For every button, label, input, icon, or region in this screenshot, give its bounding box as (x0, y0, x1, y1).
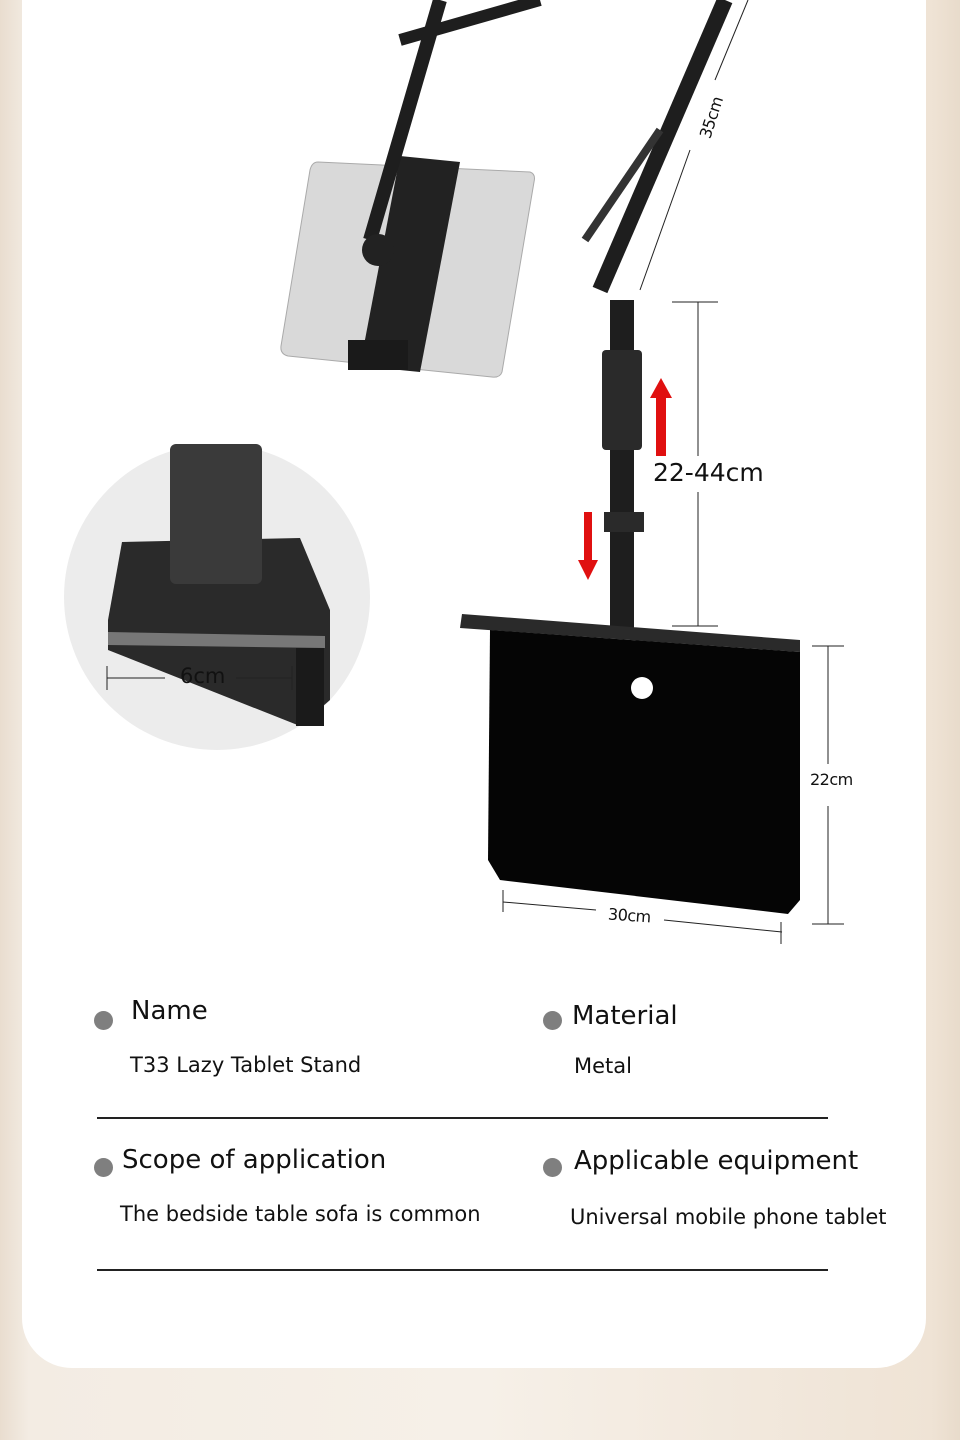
clamp-detail (108, 538, 330, 726)
spec-value-scope: The bedside table sofa is common (120, 1202, 481, 1226)
clamp-height-dimension-line (812, 645, 844, 925)
spec-value-material: Metal (574, 1054, 632, 1078)
spec-value-equipment: Universal mobile phone tablet (570, 1205, 887, 1229)
spec-label-material: Material (572, 1001, 678, 1031)
spec-label-equipment: Applicable equipment (574, 1146, 859, 1176)
spec-value-name: T33 Lazy Tablet Stand (130, 1053, 362, 1077)
pole-detail (170, 444, 262, 584)
divider (97, 1117, 828, 1119)
pole-grip (602, 350, 642, 450)
spec-label-scope: Scope of application (122, 1145, 387, 1175)
arm-length-dimension-line (639, 0, 749, 291)
arm-spring (581, 127, 664, 243)
lower-arm (592, 0, 733, 294)
bullet-icon (543, 1011, 562, 1030)
arm-joint (362, 234, 394, 266)
tablet-holder-base (348, 340, 408, 370)
up-arrow-icon (650, 378, 672, 456)
clamp-depth-label: 6cm (180, 664, 226, 688)
bullet-icon (543, 1158, 562, 1177)
clamp-top (460, 614, 800, 652)
clamp-depth-dimension-line (106, 666, 293, 690)
clamp-width-label: 30cm (607, 904, 652, 927)
clamp-height-label: 22cm (810, 770, 853, 789)
upper-arm (363, 0, 447, 242)
pole (610, 300, 634, 630)
upper-arm-brace (398, 0, 542, 46)
clamp-width-dimension-line (502, 890, 783, 944)
tablet-holder (360, 156, 460, 372)
bullet-icon (94, 1011, 113, 1030)
bullet-icon (94, 1158, 113, 1177)
clamp-detail-edge (108, 632, 325, 648)
clamp-detail-side (296, 648, 324, 726)
pole-collar (604, 512, 644, 532)
divider (97, 1269, 828, 1271)
spec-label-name: Name (131, 996, 208, 1026)
height-dimension-line (672, 301, 718, 627)
clamp-hole (631, 677, 653, 699)
clamp-body (488, 630, 800, 914)
down-arrow-icon (578, 512, 598, 580)
height-range-label: 22-44cm (653, 458, 764, 487)
